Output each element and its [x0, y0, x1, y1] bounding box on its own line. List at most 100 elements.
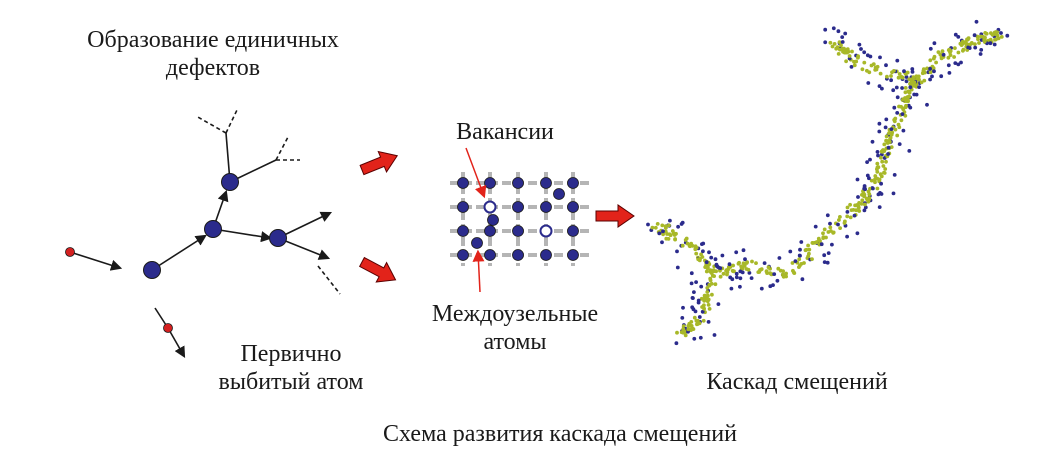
cascade-vacancy-dot [771, 283, 775, 287]
cascade-vacancy-dot [852, 213, 857, 218]
cascade-vacancy-dot [891, 191, 896, 196]
label-single-defects-line1: Образование единичных [87, 27, 339, 53]
cascade-vacancy-dot [974, 19, 979, 24]
cascade-interstitial-dot [807, 247, 812, 252]
cascade-vacancy-dot [823, 27, 828, 32]
pka-trajectory-down [167, 327, 186, 358]
cascade-vacancy-dot [734, 275, 739, 280]
cascade-interstitial-dot [797, 257, 802, 262]
cascade-vacancy-dot [877, 129, 882, 134]
cascade-vacancy-dot [849, 65, 854, 69]
cascade-interstitial-dot [781, 274, 786, 279]
cascade-interstitial-dot [661, 232, 665, 237]
cascade-vacancy-dot [886, 152, 890, 156]
cascade-vacancy-dot [956, 62, 961, 67]
cascade-interstitial-dot [901, 97, 905, 102]
cascade-vacancy-dot [870, 139, 875, 144]
arrow-right [595, 204, 635, 228]
cascade-vacancy-dot [707, 250, 711, 255]
cascade-interstitial-dot [672, 233, 677, 237]
cascade-interstitial-dot [851, 208, 856, 212]
cascade-interstitial-dot [931, 66, 936, 71]
cascade-interstitial-dot [956, 50, 961, 55]
cascade-interstitial-dot [799, 262, 804, 266]
cascade-interstitial-dot [731, 263, 735, 268]
cascade-vacancy-dot [734, 250, 739, 255]
cascade-interstitial-dot [953, 46, 957, 50]
cascade-interstitial-dot [995, 30, 1000, 35]
cascade-vacancy-dot [738, 284, 742, 289]
cascade-vacancy-dot [692, 336, 697, 341]
pka-atom [163, 323, 173, 333]
caption: Схема развития каскада смещений [383, 421, 737, 447]
label-pka: Первично выбитый атом [196, 340, 386, 396]
lattice-atom [567, 225, 579, 237]
cascade-interstitial-dot [806, 243, 810, 248]
label-pka-line2: выбитый атом [218, 369, 364, 395]
cascade-interstitial-dot [822, 227, 827, 232]
cascade-vacancy-dot [947, 71, 952, 75]
cascade-interstitial-dot [889, 74, 893, 78]
cascade-vacancy-dot [880, 86, 884, 91]
cascade-interstitial-dot [792, 271, 797, 275]
cascade-interstitial-dot [724, 269, 728, 273]
cascade-vacancy-dot [793, 259, 798, 263]
cascade-vacancy-dot [889, 78, 893, 83]
cascade-interstitial-dot [990, 32, 995, 37]
cascade-interstitial-dot [673, 237, 677, 242]
arrow-down-right [358, 256, 397, 283]
cascade-interstitial-dot [776, 266, 781, 271]
cascade-vacancy-dot [689, 281, 694, 286]
cascade-vacancy-dot [718, 266, 723, 270]
cascade-vacancy-dot [953, 61, 958, 65]
cascade-interstitial-dot [709, 271, 714, 275]
cascade-vacancy-dot [928, 77, 932, 82]
label-single-defects: Образование единичных дефектов [48, 26, 378, 82]
cascade-interstitial-dot [754, 261, 758, 265]
cascade-vacancy-dot [992, 42, 997, 47]
lattice-atom [457, 249, 469, 261]
cascade-interstitial-dot [982, 39, 987, 44]
cascade-vacancy-dot [973, 45, 978, 50]
cascade-vacancy-dot [879, 181, 883, 186]
cascade-interstitial-dot [895, 133, 900, 138]
label-cascade: Каскад смещений [706, 369, 888, 395]
cascade-interstitial-dot [892, 69, 896, 73]
branch-line [277, 211, 333, 239]
cascade-interstitial-dot [663, 224, 668, 229]
cascade-interstitial-dot [876, 165, 881, 170]
cascade-interstitial-dot [903, 72, 908, 76]
cascade-vacancy-dot [836, 29, 841, 34]
cascade-interstitial-dot [884, 159, 888, 164]
cascade-interstitial-dot [711, 268, 716, 273]
cascade-vacancy-dot [904, 75, 909, 79]
cascade-interstitial-dot [887, 131, 891, 136]
cascade-interstitial-dot [814, 240, 819, 245]
cascade-vacancy-dot [900, 86, 904, 90]
lattice-atom [567, 201, 579, 213]
cascade-interstitial-dot [900, 75, 905, 80]
cascade-interstitial-dot [790, 261, 795, 265]
cascade-vacancy-dot [646, 222, 650, 227]
cascade-interstitial-dot [978, 34, 983, 39]
cascade-interstitial-dot [883, 167, 888, 171]
cascade-vacancy-dot [863, 187, 867, 192]
cascade-interstitial-dot [897, 72, 902, 76]
cascade-vacancy-dot [743, 257, 747, 262]
cascade-vacancy-dot [738, 276, 743, 281]
cascade-vacancy-dot [908, 105, 913, 110]
cascade-vacancy-dot [840, 35, 845, 39]
cascade-interstitial-dot [704, 269, 709, 274]
cascade-vacancy-dot [900, 112, 905, 116]
cascade-interstitial-dot [816, 236, 821, 241]
cascade-interstitial-dot [742, 264, 747, 268]
cascade-interstitial-dot [708, 278, 713, 283]
cascade-interstitial-dot [881, 164, 886, 168]
cascade-vacancy-dot [901, 128, 906, 133]
cascade-interstitial-dot [705, 266, 710, 271]
cascade-interstitial-dot [854, 59, 859, 64]
cascade-vacancy-dot [693, 309, 698, 314]
cascade-interstitial-dot [860, 67, 865, 72]
cascade-interstitial-dot [680, 243, 685, 248]
cascade-vacancy-dot [910, 67, 915, 71]
